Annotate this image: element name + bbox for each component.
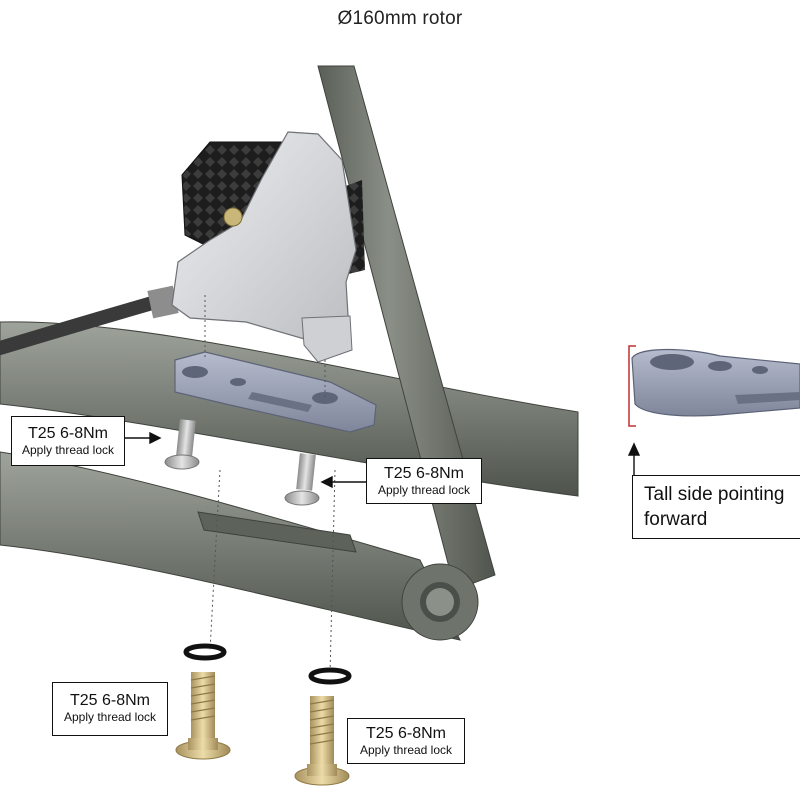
orientation-note: Tall side pointing forward bbox=[632, 475, 800, 539]
lower-right-bolt bbox=[294, 696, 350, 786]
callout-torque: T25 6-8Nm bbox=[69, 692, 151, 709]
frame-mount-boss bbox=[197, 511, 357, 553]
adapter-hole-2 bbox=[230, 378, 246, 386]
lower-right-washer bbox=[308, 667, 352, 685]
chain-stay-tube bbox=[0, 451, 461, 641]
adapter-hole-3 bbox=[312, 392, 338, 404]
torque-callout-upper-right: T25 6-8Nm Apply thread lock bbox=[366, 458, 482, 504]
adapter-slot bbox=[248, 392, 312, 412]
lower-left-bolt bbox=[175, 672, 231, 760]
alignment-guides bbox=[204, 295, 336, 676]
torque-callout-lower-left: T25 6-8Nm Apply thread lock bbox=[52, 682, 168, 736]
adapter-hole-1 bbox=[182, 366, 208, 378]
callout-instruction: Apply thread lock bbox=[21, 443, 115, 457]
torque-callout-upper-left: T25 6-8Nm Apply thread lock bbox=[11, 416, 125, 466]
hose-ferrule bbox=[147, 285, 179, 319]
orientation-note-line1: Tall side pointing bbox=[644, 484, 785, 505]
dropout-hole-inner bbox=[426, 588, 454, 616]
lower-left-washer bbox=[183, 643, 227, 661]
callout-torque: T25 6-8Nm bbox=[383, 465, 465, 482]
caliper-mount-tab bbox=[301, 315, 353, 363]
upper-right-bolt bbox=[284, 453, 320, 506]
callout-torque: T25 6-8Nm bbox=[27, 425, 109, 442]
orientation-note-line2: forward bbox=[644, 509, 708, 530]
rotor-size-title: Ø160mm rotor bbox=[337, 8, 463, 29]
callout-instruction: Apply thread lock bbox=[63, 710, 157, 724]
mount-adapter bbox=[174, 351, 377, 433]
callout-instruction: Apply thread lock bbox=[359, 743, 453, 757]
callout-arrows bbox=[124, 431, 641, 489]
upper-left-bolt bbox=[164, 419, 200, 470]
callout-torque: T25 6-8Nm bbox=[365, 725, 447, 742]
adapter-detail-view bbox=[631, 348, 800, 417]
callout-instruction: Apply thread lock bbox=[377, 483, 471, 497]
tall-side-bracket bbox=[628, 345, 636, 427]
torque-callout-lower-right: T25 6-8Nm Apply thread lock bbox=[347, 718, 465, 764]
bleed-screw bbox=[223, 207, 243, 227]
brake-caliper bbox=[171, 131, 357, 361]
